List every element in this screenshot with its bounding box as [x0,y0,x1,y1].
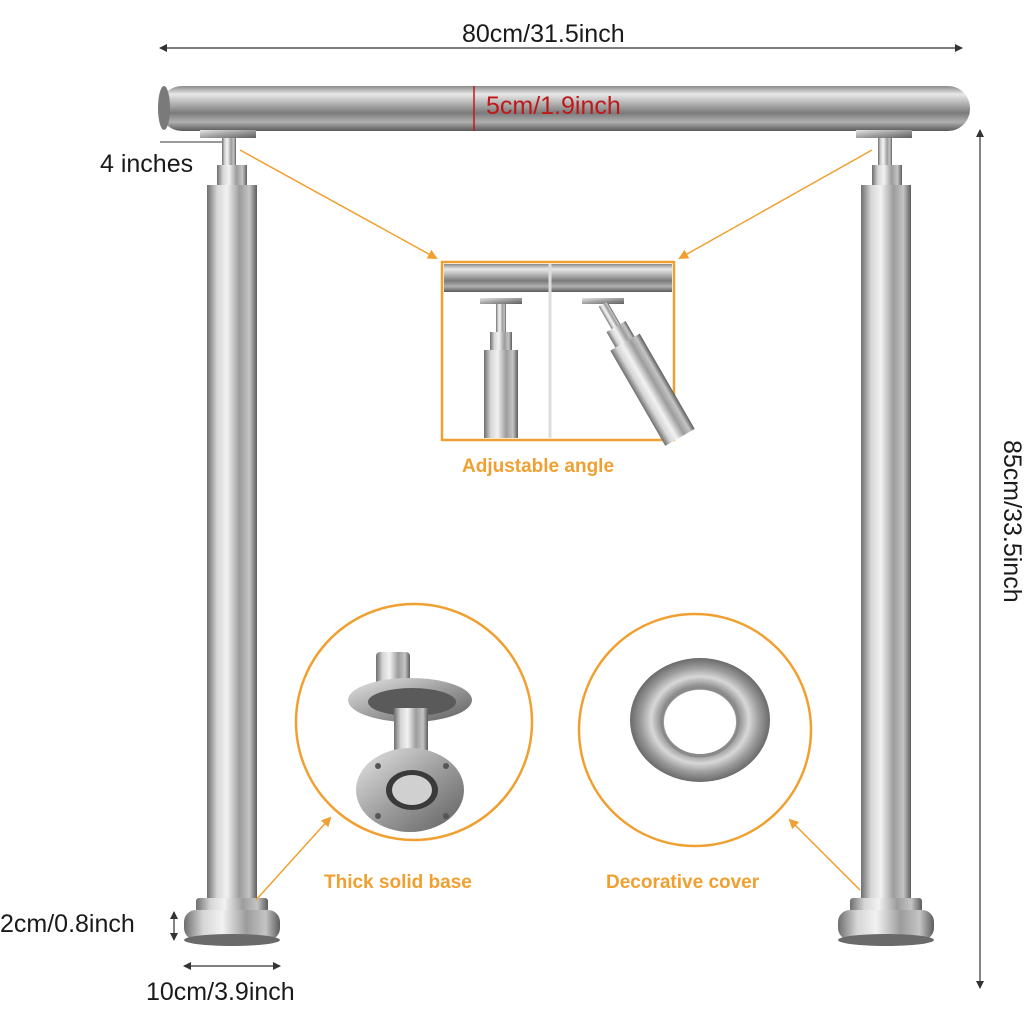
adjustable-angle-label: Adjustable angle [462,456,615,477]
adjustable-angle-inset [440,260,695,446]
height-label: 85cm/33.5inch [998,440,1024,603]
right-base [838,898,934,946]
top-rail [158,86,970,131]
cover-callout-arrow [788,818,861,891]
rail-diameter-label: 5cm/1.9inch [486,92,621,120]
decorative-cover-label: Decorative cover [606,872,760,893]
left-angle-arrow [239,149,438,259]
base-diameter-label: 10cm/3.9inch [146,978,295,1006]
decorative-cover-circle [577,612,813,848]
right-post [861,185,911,905]
base-callout-arrow [255,816,332,901]
thick-solid-base-circle [294,602,534,842]
left-base [184,898,280,946]
width-label: 80cm/31.5inch [462,20,625,48]
left-post [207,185,257,905]
left-bracket [200,130,256,187]
right-angle-arrow [678,149,873,259]
bracket-offset-label: 4 inches [100,150,194,178]
base-height-label: 2cm/0.8inch [0,910,135,938]
thick-solid-base-label: Thick solid base [324,872,472,893]
right-bracket [856,130,912,187]
